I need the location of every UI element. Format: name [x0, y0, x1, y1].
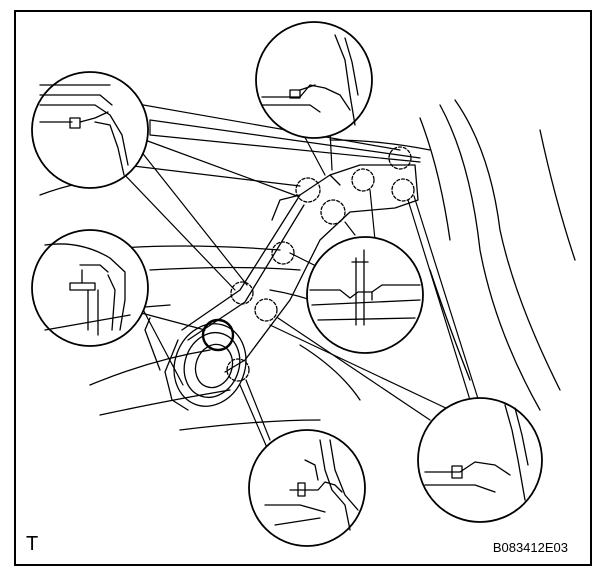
figure-frame	[14, 10, 592, 566]
detail-callout-left	[31, 229, 149, 347]
detail-callout-upper-left	[31, 71, 149, 189]
figure-code: B083412E03	[492, 540, 568, 555]
speaker	[144, 317, 247, 411]
clip-locations	[201, 146, 415, 382]
view-letter: T	[26, 533, 39, 555]
detail-callout-middle	[306, 236, 424, 354]
detail-callout-lower-right	[417, 397, 543, 523]
trim-panel	[181, 164, 419, 373]
detail-callout-bottom-center	[248, 429, 366, 547]
detail-callout-top-center	[255, 21, 373, 139]
leader-lines	[114, 99, 481, 451]
